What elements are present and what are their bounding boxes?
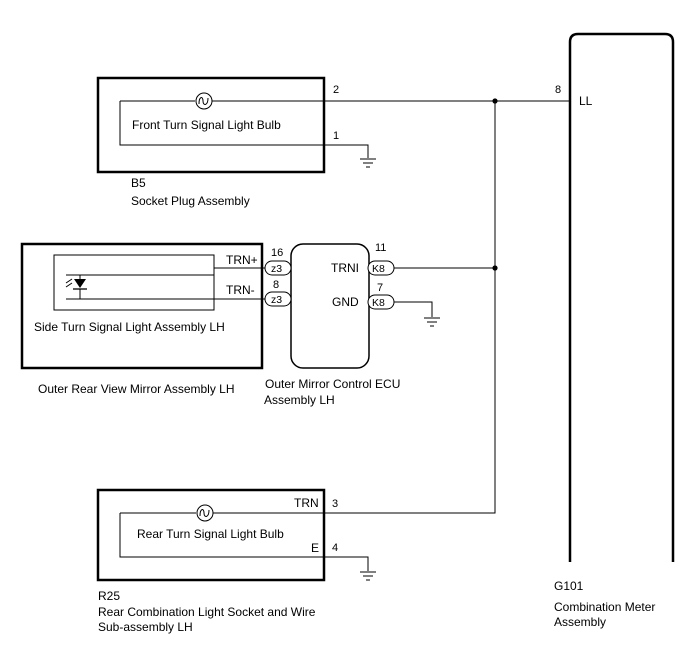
z3-label-top: z3 xyxy=(271,263,282,275)
mirror-trn-minus-label: TRN- xyxy=(226,283,255,297)
r25-rear-combination-light: Rear Turn Signal Light Bulb TRN E 3 4 R2… xyxy=(96,488,338,634)
bulb-icon xyxy=(195,92,213,110)
ground-icon xyxy=(360,571,376,581)
r25-name-line2: Sub-assembly LH xyxy=(98,620,193,634)
rear-turn-signal-label: Rear Turn Signal Light Bulb xyxy=(137,527,284,541)
mirror-trn-plus-label: TRN+ xyxy=(226,253,258,267)
wire-ecu-ground xyxy=(394,301,433,317)
r25-trn-label: TRN xyxy=(294,496,319,510)
ground-icon xyxy=(360,158,376,168)
front-turn-signal-label: Front Turn Signal Light Bulb xyxy=(132,118,281,132)
k8-connector-trni: K8 xyxy=(367,260,395,276)
mirror-pin-16: 16 xyxy=(271,247,283,259)
r25-inner-outline xyxy=(119,513,324,558)
ecu-gnd-label: GND xyxy=(332,295,359,309)
mirror-housing xyxy=(20,242,264,370)
r25-name-line1: Rear Combination Light Socket and Wire xyxy=(98,605,316,619)
k8-label-top: K8 xyxy=(372,263,385,275)
b5-pin-2: 2 xyxy=(333,84,339,96)
wire-r25-ground xyxy=(324,556,369,571)
bulb-icon xyxy=(196,504,214,522)
z3-connector-trn-minus: z3 xyxy=(264,291,292,307)
r25-pin-4: 4 xyxy=(332,542,338,554)
b5-name: Socket Plug Assembly xyxy=(131,194,250,208)
ecu-pin-7: 7 xyxy=(377,282,383,294)
b5-socket-plug-assembly: Front Turn Signal Light Bulb B5 Socket P… xyxy=(96,76,339,208)
z3-connector-trn-plus: z3 xyxy=(264,260,292,276)
ground-icon xyxy=(424,317,440,327)
b5-inner-outline xyxy=(119,101,324,146)
ecu-pin-11: 11 xyxy=(375,242,386,254)
r25-pin-3: 3 xyxy=(332,498,338,510)
g101-pin-8: 8 xyxy=(555,84,561,96)
g101-housing xyxy=(568,32,675,562)
outer-rear-view-mirror-assembly: TRN+ TRN- Side Turn Signal Light Assembl… xyxy=(20,242,264,396)
g101-combination-meter: LL 8 G101 Combination Meter Assembly xyxy=(554,32,675,629)
wire-bus-vertical xyxy=(324,101,496,514)
k8-connector-gnd: K8 xyxy=(367,294,395,310)
g101-name-line2: Assembly xyxy=(554,615,606,629)
r25-e-label: E xyxy=(311,541,319,555)
ecu-name-line2: Assembly LH xyxy=(264,393,335,407)
b5-code: B5 xyxy=(131,176,146,190)
g101-ll-label: LL xyxy=(579,94,593,108)
wire-b5-ground xyxy=(324,144,369,158)
b5-housing xyxy=(96,76,326,174)
k8-label-bottom: K8 xyxy=(372,297,385,309)
r25-code: R25 xyxy=(98,589,120,603)
mirror-pin-8: 8 xyxy=(273,279,279,291)
g101-name-line1: Combination Meter xyxy=(554,600,655,614)
r25-housing xyxy=(96,488,326,582)
z3-label-bottom: z3 xyxy=(271,294,282,306)
g101-code: G101 xyxy=(554,579,584,593)
mirror-name: Outer Rear View Mirror Assembly LH xyxy=(38,382,235,396)
junction-dot xyxy=(492,98,498,104)
junction-dot xyxy=(492,265,498,271)
side-turn-signal-label: Side Turn Signal Light Assembly LH xyxy=(34,320,225,334)
ecu-name-line1: Outer Mirror Control ECU xyxy=(265,377,400,391)
b5-pin-1: 1 xyxy=(333,130,339,142)
mirror-inner-outline xyxy=(53,254,215,311)
led-icon xyxy=(65,275,87,299)
outer-mirror-control-ecu: TRNI GND Outer Mirror Control ECU Assemb… xyxy=(264,243,400,407)
ecu-trni-label: TRNI xyxy=(331,261,359,275)
